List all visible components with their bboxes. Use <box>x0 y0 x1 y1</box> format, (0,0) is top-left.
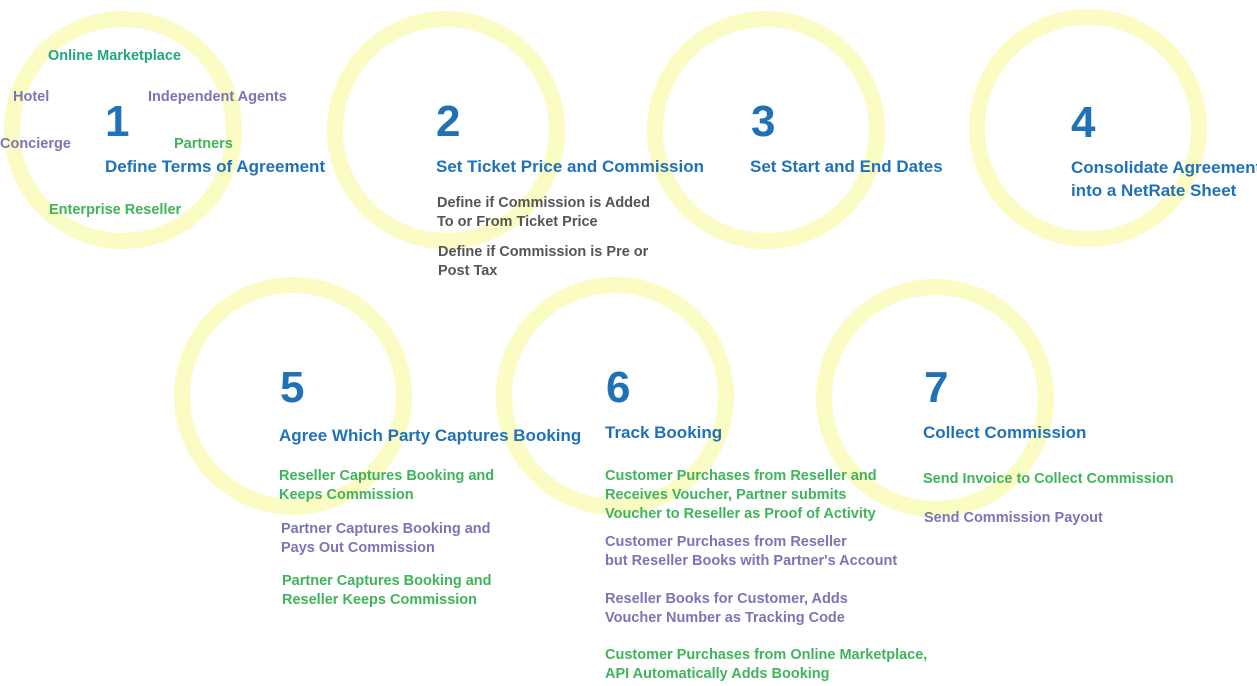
step-2-detail: Define if Commission is Added To or From… <box>437 195 650 230</box>
step-7-number: 7 <box>924 363 949 412</box>
step-5-option: Partner Captures Booking and Reseller Ke… <box>282 573 492 608</box>
step-2-detail: Define if Commission is Pre or Post Tax <box>438 244 649 279</box>
step-7-option: Send Invoice to Collect Commission <box>923 471 1174 487</box>
step-3-title: Set Start and End Dates <box>750 157 943 176</box>
step-5-option: Reseller Captures Booking and Keeps Comm… <box>279 468 495 503</box>
step-6-option: Customer Purchases from Reseller but Res… <box>605 534 898 569</box>
step-5-number: 5 <box>280 363 305 412</box>
step-7-option: Send Commission Payout <box>924 510 1103 526</box>
step-2-number: 2 <box>436 97 461 146</box>
step-6-option: Customer Purchases from Online Marketpla… <box>605 647 928 682</box>
party-hotel: Hotel <box>13 89 50 105</box>
party-partners: Partners <box>174 136 233 152</box>
party-online-marketplace: Online Marketplace <box>48 48 181 64</box>
step-1-title: Define Terms of Agreement <box>105 157 326 176</box>
step-5-option: Partner Captures Booking and Pays Out Co… <box>281 521 491 556</box>
party-concierge: Concierge <box>0 136 71 152</box>
step-6-title: Track Booking <box>605 423 723 442</box>
step-6-number: 6 <box>606 363 631 412</box>
step-4-title: Consolidate Agreement into a NetRate She… <box>1071 158 1257 200</box>
step-1-number: 1 <box>105 97 130 146</box>
step-3-number: 3 <box>751 97 776 146</box>
step-2-title: Set Ticket Price and Commission <box>436 157 704 176</box>
step-7-title: Collect Commission <box>923 423 1087 442</box>
step-6-option: Customer Purchases from Reseller and Rec… <box>605 468 877 522</box>
step-6-option: Reseller Books for Customer, Adds Vouche… <box>605 591 848 626</box>
step-5-title: Agree Which Party Captures Booking <box>279 426 582 445</box>
party-enterprise-reseller: Enterprise Reseller <box>49 202 182 218</box>
party-independent-agents: Independent Agents <box>148 89 287 105</box>
step-4-number: 4 <box>1071 98 1096 147</box>
